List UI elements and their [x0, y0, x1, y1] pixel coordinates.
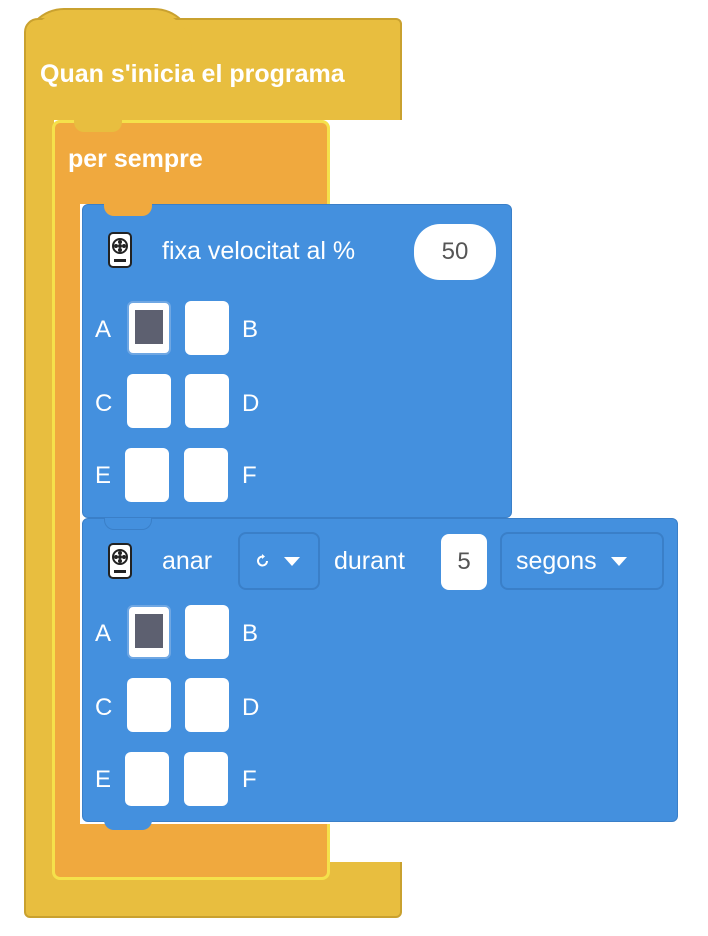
port-letter: E	[95, 766, 112, 793]
port-letter: D	[242, 694, 260, 721]
port-selected-fill	[135, 310, 163, 344]
port-letter: F	[242, 462, 257, 489]
direction-dropdown[interactable]	[238, 532, 320, 590]
run-bottom-notch	[104, 818, 152, 830]
go-label: anar	[162, 547, 213, 575]
clockwise-icon	[257, 554, 268, 567]
port-toggle-f[interactable]	[184, 752, 228, 806]
port-letter: B	[242, 316, 259, 343]
port-toggle-e[interactable]	[125, 448, 169, 502]
port-toggle-a[interactable]	[127, 301, 171, 355]
port-toggle-a[interactable]	[127, 605, 171, 659]
port-letter: A	[95, 620, 112, 647]
port-toggle-f[interactable]	[184, 448, 228, 502]
run-top-notch	[104, 518, 152, 530]
port-toggle-d[interactable]	[185, 374, 229, 428]
port-letter: B	[242, 620, 259, 647]
port-letter: F	[242, 766, 257, 793]
motor-icon	[108, 232, 132, 268]
port-toggle-c[interactable]	[127, 374, 171, 428]
port-toggle-c[interactable]	[127, 678, 171, 732]
unit-dropdown[interactable]: segons	[500, 532, 664, 590]
hat-block-label: Quan s'inicia el programa	[40, 60, 345, 88]
speed-label: fixa velocitat al %	[162, 237, 356, 265]
speed-top-notch	[104, 204, 152, 216]
unit-dropdown-value: segons	[516, 546, 597, 575]
port-letter: C	[95, 694, 113, 721]
port-letter: D	[242, 390, 260, 417]
motor-icon	[108, 543, 132, 579]
chevron-down-icon	[610, 556, 627, 566]
forever-block-label: per sempre	[68, 145, 203, 173]
during-label: durant	[334, 547, 405, 575]
speed-value-input[interactable]: 50	[414, 224, 496, 280]
duration-input[interactable]: 5	[441, 534, 487, 590]
port-letter: C	[95, 390, 113, 417]
port-toggle-b[interactable]	[185, 301, 229, 355]
port-toggle-d[interactable]	[185, 678, 229, 732]
chevron-down-icon	[284, 556, 300, 566]
port-toggle-e[interactable]	[125, 752, 169, 806]
port-selected-fill	[135, 614, 163, 648]
hat-cap-fill	[26, 12, 192, 52]
forever-top-notch	[74, 120, 122, 132]
port-toggle-b[interactable]	[185, 605, 229, 659]
port-letter: A	[95, 316, 112, 343]
port-letter: E	[95, 462, 112, 489]
